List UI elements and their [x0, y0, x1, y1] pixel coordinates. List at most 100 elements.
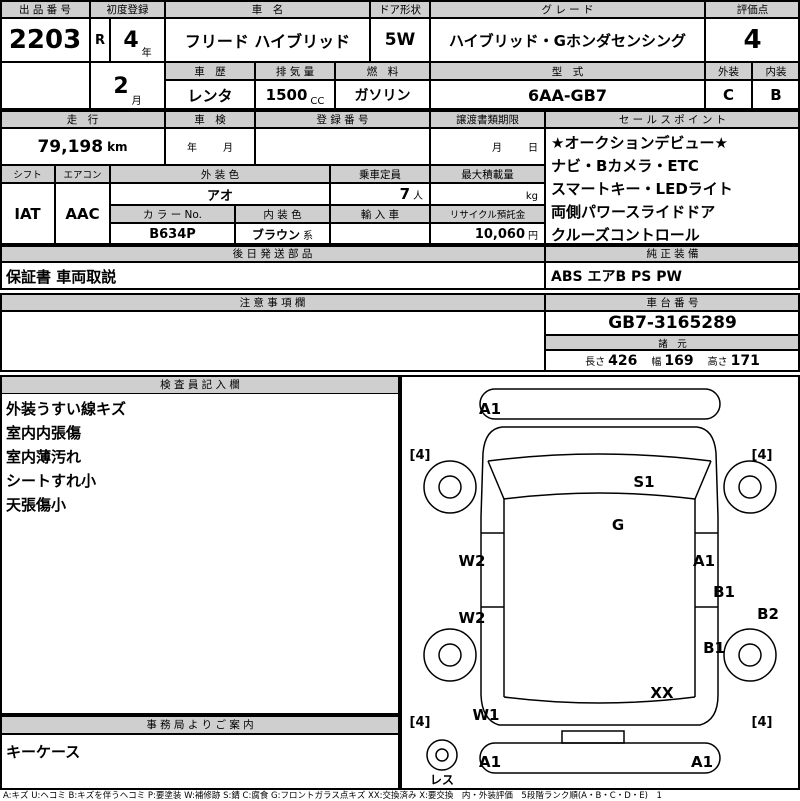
first-registration-year-value: 4 — [123, 27, 139, 53]
inspector-notes-body: 外装うすい線キズ 室内内張傷 室内薄汚れ シートすれ小 天張傷小 — [0, 394, 400, 715]
color-number-value: B634P — [110, 223, 235, 245]
sales-point-4: 両側パワースライドドア — [551, 203, 716, 221]
recycle-deposit-number: 10,060 — [474, 226, 525, 242]
damage-label-w2-left-upper: W2 — [459, 552, 486, 570]
later-parts-label: 後 日 発 送 部 品 — [0, 245, 545, 262]
inspection-year-unit: 年 — [187, 143, 197, 154]
damage-label-xx-rear: XX — [650, 684, 674, 702]
interior-color-value: ブラウン 系 — [235, 223, 330, 245]
displacement-label: 排 気 量 — [255, 62, 335, 80]
sales-point-1: ★オークションデビュー★ — [551, 134, 728, 152]
windshield-left-line — [487, 460, 505, 500]
sales-point-5: クルーズコントロール — [551, 226, 700, 244]
rear-right-hub — [738, 643, 762, 667]
rear-window-line — [503, 696, 696, 704]
recycle-deposit-label: リサイクル預託金 — [430, 205, 545, 223]
car-body-outline — [480, 426, 719, 726]
spare-tire-less-label: レス — [430, 773, 454, 787]
rear-left-hub — [438, 643, 462, 667]
color-number-label: カ ラ ー No. — [110, 205, 235, 223]
score-value: 4 — [705, 18, 800, 62]
lot-number-empty — [0, 62, 90, 110]
door-shape-value: 5W — [370, 18, 430, 62]
damage-labels: A1 [4] [4] S1 G W2 A1 B1 W2 B2 B1 XX W1 … — [410, 400, 779, 787]
windshield-right-line — [694, 460, 712, 500]
door-shape-label: ドア形状 — [370, 0, 430, 18]
damage-label-b1-right-lower: B1 — [703, 639, 725, 657]
import-car-label: 輸 入 車 — [330, 205, 430, 223]
mileage-number: 79,198 — [37, 136, 104, 157]
max-load-value: kg — [430, 183, 545, 205]
chassis-number-label: 車 台 番 号 — [545, 293, 800, 311]
interior-color-label: 内 装 色 — [235, 205, 330, 223]
exterior-grade-label: 外装 — [705, 62, 752, 80]
transfer-deadline-label: 譲渡書類期限 — [430, 110, 545, 128]
damage-label-a1-rear-left: A1 — [479, 753, 501, 771]
first-registration-month-value: 2 — [113, 73, 129, 99]
displacement-unit: CC — [310, 96, 325, 107]
front-left-wheel — [423, 460, 477, 514]
mileage-value: 79,198 km — [0, 128, 165, 165]
fuel-label: 燃 料 — [335, 62, 430, 80]
cautions-body — [0, 311, 545, 372]
tire-depth-front-left: [4] — [410, 448, 431, 463]
transfer-month-unit: 月 — [492, 143, 502, 154]
damage-label-a1-rear-right: A1 — [691, 753, 713, 771]
recycle-deposit-value: 10,060 円 — [430, 223, 545, 245]
recycle-deposit-unit: 円 — [528, 231, 538, 242]
spec-length-label: 長さ — [585, 357, 606, 368]
inspector-note-5: 天張傷小 — [6, 496, 67, 514]
spec-width-label: 幅 — [651, 357, 662, 368]
shift-label: シフト — [0, 165, 55, 183]
damage-label-g-glass: G — [612, 516, 624, 534]
import-car-value — [330, 223, 430, 245]
damage-label-w1-rear-left: W1 — [473, 706, 500, 724]
damage-label-s1-roof: S1 — [633, 473, 654, 491]
grade-label: グ レ ー ド — [430, 0, 705, 18]
max-load-label: 最大積載量 — [430, 165, 545, 183]
sales-point-2: ナビ・Bカメラ・ETC — [551, 157, 699, 175]
aircon-label: エアコン — [55, 165, 110, 183]
office-info-value: キーケース — [0, 734, 400, 790]
history-value: レンタ — [165, 80, 255, 110]
first-registration-label: 初度登録 — [90, 0, 165, 18]
later-parts-value: 保証書 車両取説 — [0, 262, 545, 290]
registration-number-value — [255, 128, 430, 165]
spec-height-value: 171 — [730, 353, 760, 369]
equipment-label: 純 正 装 備 — [545, 245, 800, 262]
chassis-number-value: GB7-3165289 — [545, 311, 800, 335]
front-right-hub — [738, 475, 762, 499]
equipment-value: ABS エアB PS PW — [545, 262, 800, 290]
score-label: 評価点 — [705, 0, 800, 18]
model-code-label: 型 式 — [430, 62, 705, 80]
registration-number-label: 登 録 番 号 — [255, 110, 430, 128]
rear-bumper — [479, 742, 721, 774]
tire-depth-rear-right: [4] — [752, 715, 773, 730]
damage-label-a1-right: A1 — [693, 552, 715, 570]
spare-tire — [426, 739, 458, 771]
car-damage-diagram: A1 [4] [4] S1 G W2 A1 B1 W2 B2 B1 XX W1 … — [410, 388, 779, 787]
first-registration-year: 4 年 — [110, 18, 165, 62]
inspection-month-unit: 月 — [223, 143, 233, 154]
inspector-note-1: 外装うすい線キズ — [6, 400, 127, 418]
inspector-note-4: シートすれ小 — [6, 472, 97, 490]
cautions-label: 注 意 事 項 欄 — [0, 293, 545, 311]
fuel-value: ガソリン — [335, 80, 430, 110]
mileage-label: 走 行 — [0, 110, 165, 128]
car-name-label: 車 名 — [165, 0, 370, 18]
model-code-value: 6AA-GB7 — [430, 80, 705, 110]
inspector-note-2: 室内内張傷 — [6, 424, 82, 442]
interior-color-unit: 系 — [303, 231, 313, 242]
front-left-hub — [438, 475, 462, 499]
front-right-wheel — [723, 460, 777, 514]
inspector-note-3: 室内薄汚れ — [6, 448, 82, 466]
transfer-day-unit: 日 — [528, 143, 538, 154]
rear-right-wheel — [723, 628, 777, 682]
interior-grade-label: 内装 — [752, 62, 800, 80]
spec-width-value: 169 — [664, 353, 694, 369]
year-unit: 年 — [141, 48, 152, 59]
